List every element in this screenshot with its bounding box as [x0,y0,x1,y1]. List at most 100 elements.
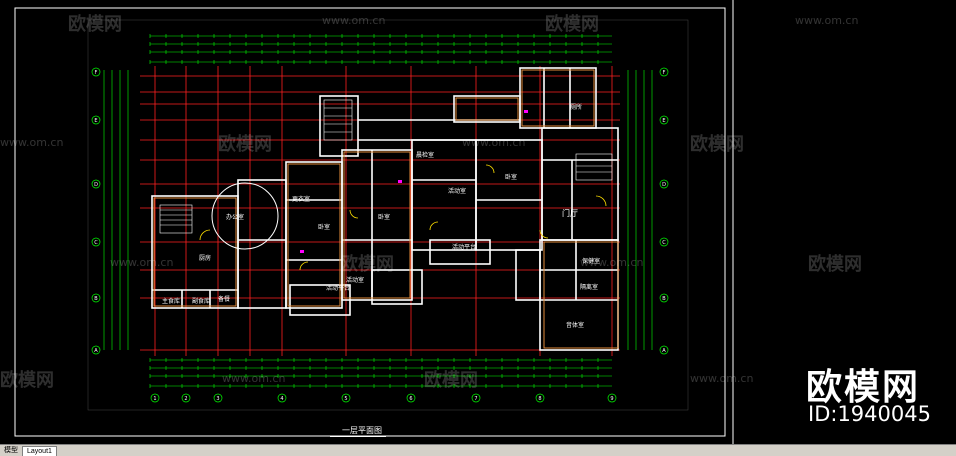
axis-bubble [535,393,545,403]
stairs [159,99,613,234]
room-label-servery: 备餐 [218,296,231,303]
axis-number-label: 9 [610,396,613,402]
watermark-url: www.om.cn [795,14,859,27]
title-frame [87,19,689,411]
axis-letter-label: E [662,118,665,124]
axis-bubble [659,179,669,189]
watermark-brand: 欧模网 [808,254,862,275]
watermark-url: www.om.cn [222,372,286,385]
axis-bubble [91,237,101,247]
axis-bubble [91,293,101,303]
axis-letter-label: F [95,70,98,76]
axis-number-label: 6 [409,396,412,402]
axis-bubbles: 1 2 3 4 5 6 7 8 9 A A B B C C D D E E F F [91,67,669,403]
watermark-brand: 欧模网 [218,134,272,155]
room-label-lobby: 门厅 [562,209,578,218]
axis-bubble [659,237,669,247]
axis-bubble [471,393,481,403]
axis-bubble [277,393,287,403]
axis-letter-label: F [663,70,666,76]
axis-bubble [181,393,191,403]
room-label-clinic: 保健室 [582,258,601,265]
axis-bubble [91,179,101,189]
room-label-activity-2: 活动室 [346,277,365,284]
room-label-nonstaple-store: 副食库 [192,298,211,305]
axis-letter-label: D [94,182,98,188]
round-room-outline [211,182,279,250]
axis-bubble [91,115,101,125]
building-walls [151,67,619,351]
watermark-brand: 欧模网 [68,14,122,35]
sheet-title-underline [330,436,386,437]
axis-number-label: 7 [474,396,477,402]
axis-number-label: 1 [153,396,156,402]
axis-letter-label: B [662,296,666,302]
dimension-ticks [149,34,599,388]
watermark-brand: 欧模网 [690,134,744,155]
watermark-url: www.om.cn [0,136,64,149]
axis-bubble [406,393,416,403]
axis-number-label: 2 [184,396,187,402]
axis-bubble [659,293,669,303]
sheet-title: 一层平面图 [342,426,382,435]
left-dimensions [103,70,129,350]
horizontal-axes [140,75,620,351]
bottom-dimensions [150,359,612,387]
room-label-music-hall: 音体室 [566,322,585,329]
axis-bubble [91,345,101,355]
axis-number-label: 5 [344,396,347,402]
room-label-locker: 更衣室 [292,196,311,203]
axis-letter-label: B [94,296,98,302]
watermark-url: www.om.cn [580,256,644,269]
room-label-staple-store: 主食库 [162,298,181,305]
layout-tab-bar: 模型 Layout1 [0,444,956,456]
axis-bubble [150,393,160,403]
axis-bubble [607,393,617,403]
room-label-office: 办公室 [226,214,245,221]
watermark-brand: 欧模网 [424,370,478,391]
watermark-brand: 欧模网 [340,254,394,275]
wall-fill [153,69,619,349]
fixture-markers [300,110,528,253]
right-dimensions [627,70,653,350]
watermark-url: www.om.cn [462,136,526,149]
axis-letter-label: C [94,240,98,246]
watermark-brand: 欧模网 [0,370,54,391]
room-label-kitchen: 厨房 [199,255,212,262]
asset-id: ID:1940045 [808,402,931,426]
axis-bubble [659,115,669,125]
watermark-url: www.om.cn [690,372,754,385]
axis-bubble [213,393,223,403]
axis-letter-label: D [662,182,666,188]
room-label-bedroom-2: 卧室 [378,214,391,221]
axis-number-label: 8 [538,396,541,402]
watermark-url: www.om.cn [110,256,174,269]
top-dimensions [150,35,612,63]
brand-logo-text: 欧模网 [806,367,921,408]
watermark-brand: 欧模网 [545,14,599,35]
axis-bubble [659,67,669,77]
room-label-morning-check: 晨检室 [416,152,435,159]
room-label-platform-2: 活动平台 [326,285,351,292]
room-label-isolation: 隔离室 [580,284,599,291]
axis-letter-label: A [662,348,666,354]
watermark-url: www.om.cn [322,14,386,27]
axis-letter-label: E [94,118,97,124]
tab-model[interactable]: 模型 [0,446,22,456]
axis-bubble [659,345,669,355]
axis-number-label: 3 [216,396,219,402]
axis-letter-label: C [662,240,666,246]
tab-layout1[interactable]: Layout1 [22,446,57,456]
room-label-toilet: 厕所 [570,104,583,111]
door-swings [199,164,607,271]
axis-number-label: 4 [280,396,283,402]
floor-plan-drawing: 1 2 3 4 5 6 7 8 9 A A B B C C D D E E F F [14,0,734,444]
axis-bubble [91,67,101,77]
room-label-platform-1: 活动平台 [452,244,477,251]
room-label-bedroom-1: 卧室 [318,224,331,231]
axis-letter-label: A [94,348,98,354]
axis-bubble [341,393,351,403]
room-label-activity-1: 活动室 [448,188,467,195]
room-label-bedroom-3: 卧室 [505,174,518,181]
